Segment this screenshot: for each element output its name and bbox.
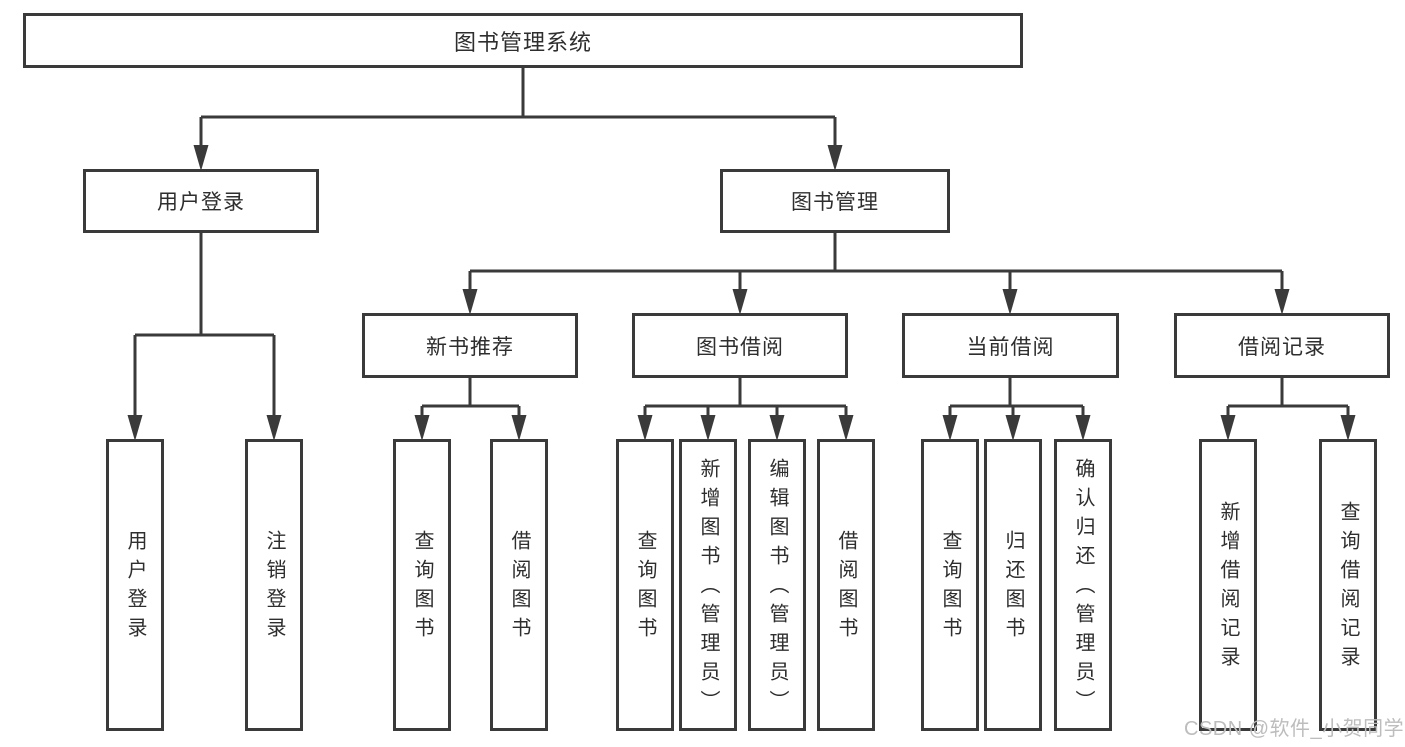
node-user-login: 用户登录 xyxy=(106,439,164,731)
node-borrowing-records: 借阅记录 xyxy=(1174,313,1390,378)
node-query-books-borrowing: 查询图书 xyxy=(616,439,674,731)
node-return-books: 归还图书 xyxy=(984,439,1042,731)
node-library-management-system: 图书管理系统 xyxy=(23,13,1023,68)
node-add-books-admin: 新增图书（管理员） xyxy=(679,439,737,731)
node-book-borrowing: 图书借阅 xyxy=(632,313,848,378)
node-edit-books-admin: 编辑图书（管理员） xyxy=(748,439,806,731)
node-logout: 注销登录 xyxy=(245,439,303,731)
node-add-borrow-record: 新增借阅记录 xyxy=(1199,439,1257,731)
node-book-management-group: 图书管理 xyxy=(720,169,950,233)
node-current-borrowing: 当前借阅 xyxy=(902,313,1119,378)
watermark: CSDN @软件_小贺同学 xyxy=(1184,718,1405,740)
node-new-book-recommendation: 新书推荐 xyxy=(362,313,578,378)
node-confirm-return-admin: 确认归还（管理员） xyxy=(1054,439,1112,731)
node-query-borrow-record: 查询借阅记录 xyxy=(1319,439,1377,731)
node-query-books-current: 查询图书 xyxy=(921,439,979,731)
node-borrow-books-recommend: 借阅图书 xyxy=(490,439,548,731)
node-query-books-recommend: 查询图书 xyxy=(393,439,451,731)
node-borrow-books: 借阅图书 xyxy=(817,439,875,731)
node-user-login-group: 用户登录 xyxy=(83,169,319,233)
